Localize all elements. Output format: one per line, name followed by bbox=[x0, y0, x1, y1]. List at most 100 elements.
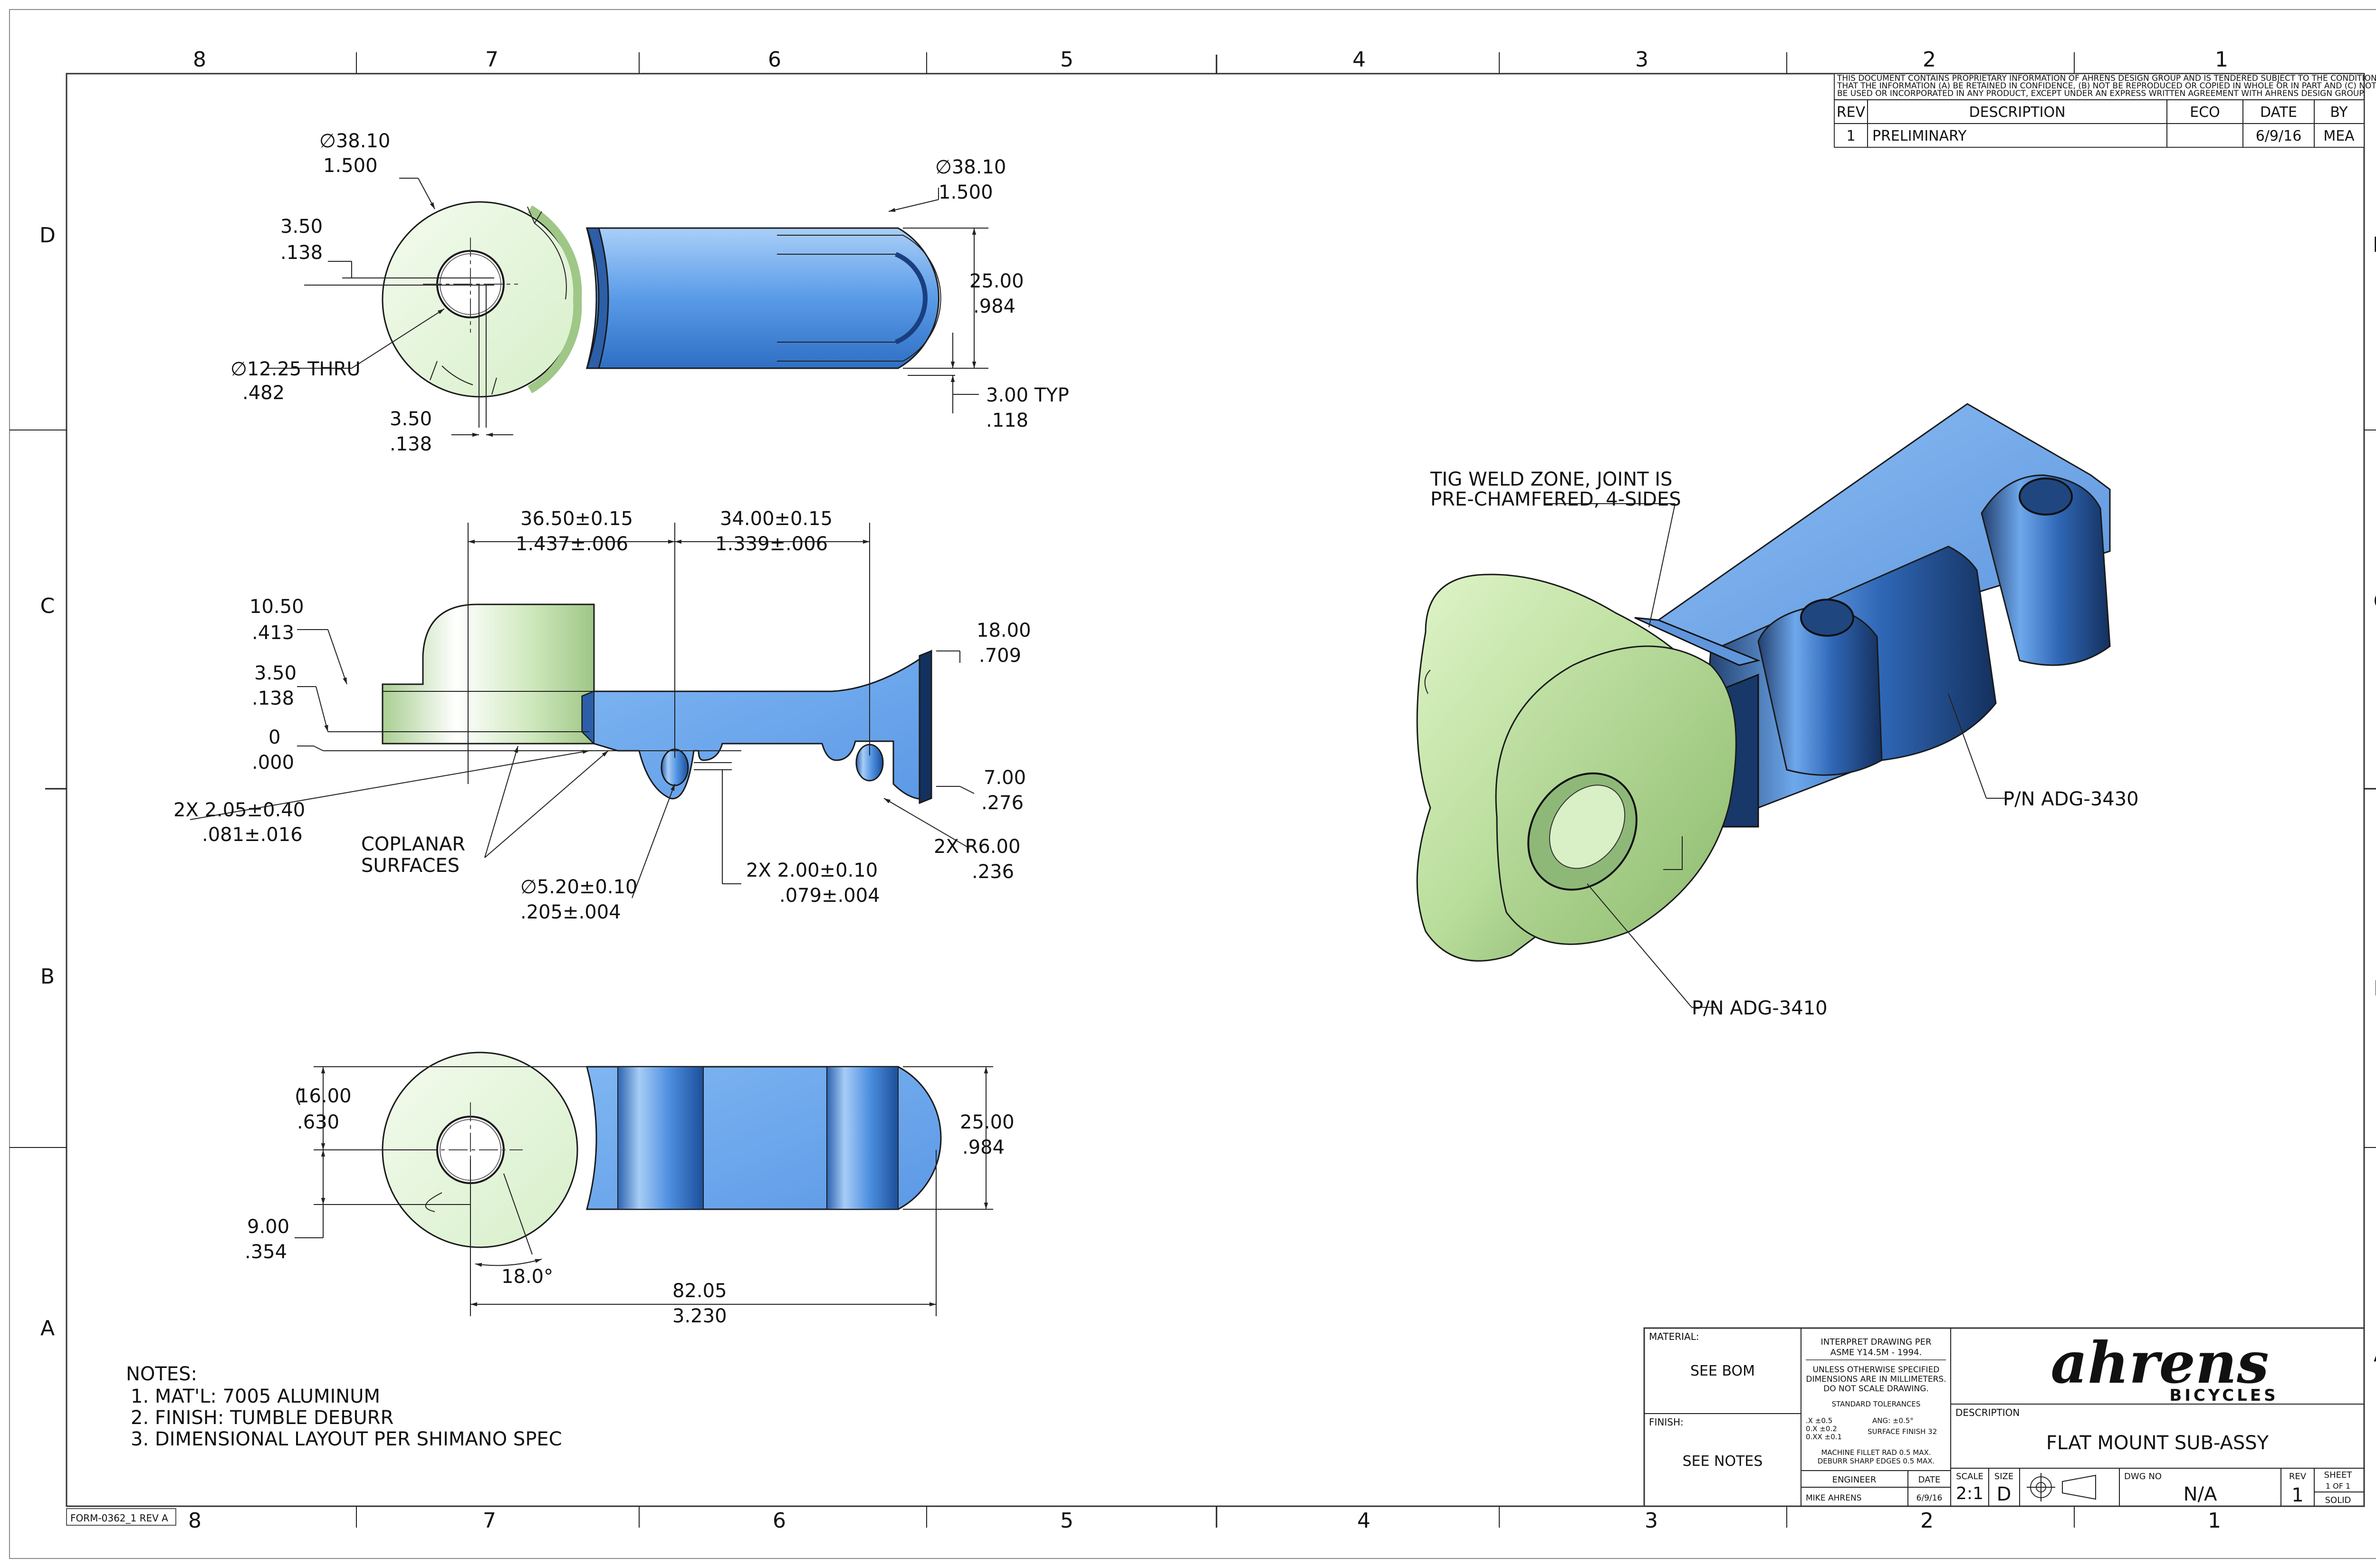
rev-notice-line-3: BE USED OR INCORPORATED IN ANY PRODUCT, … bbox=[1837, 89, 2365, 98]
rev-row-rev: 1 bbox=[1846, 128, 1855, 144]
bottom-h9-in: .354 bbox=[245, 1241, 287, 1263]
rev-header-date: DATE bbox=[2260, 104, 2297, 121]
zone-labels-side: D C B A D C B A bbox=[39, 223, 2376, 1367]
front-view-dimensions bbox=[190, 523, 975, 899]
notes-title: NOTES: bbox=[126, 1363, 197, 1385]
top-width: 25.00 bbox=[969, 270, 1024, 292]
tb-scale-label: SCALE bbox=[1956, 1472, 1983, 1482]
zone-right-c: C bbox=[2374, 589, 2376, 613]
top-dia-left: ∅38.10 bbox=[319, 130, 390, 152]
iso-weld-note-2: PRE-CHAMFERED, 4-SIDES bbox=[1430, 488, 1681, 510]
zone-bottom-4: 4 bbox=[1357, 1509, 1370, 1533]
top-view-dimensions bbox=[266, 178, 988, 437]
iso-view: TIG WELD ZONE, JOINT IS PRE-CHAMFERED, 4… bbox=[1416, 403, 2139, 1019]
rev-notice-line-2: THAT THE INFORMATION (A) BE RETAINED IN … bbox=[1837, 81, 2376, 91]
company-logo-sub: BICYCLES bbox=[2169, 1386, 2278, 1405]
rev-header-eco: ECO bbox=[2190, 104, 2220, 121]
iso-pn-green: P/N ADG-3410 bbox=[1692, 997, 1828, 1019]
company-logo: ahrens bbox=[2050, 1329, 2269, 1396]
zone-left-a: A bbox=[40, 1316, 55, 1340]
zone-bottom-7: 7 bbox=[483, 1509, 496, 1533]
rev-header-by: BY bbox=[2330, 104, 2348, 121]
bottom-h16: 16.00 bbox=[297, 1085, 352, 1107]
front-radius-in: .236 bbox=[972, 861, 1014, 883]
front-h2: 3.50 bbox=[254, 662, 297, 684]
tb-finish-label: FINISH: bbox=[1649, 1416, 1684, 1428]
sheet-border bbox=[9, 9, 2376, 1559]
front-d1: 36.50±0.15 bbox=[520, 508, 633, 530]
zone-right-d: D bbox=[2373, 233, 2376, 257]
tb-unless-3: DO NOT SCALE DRAWING. bbox=[1823, 1384, 1929, 1394]
title-block: MATERIAL: SEE BOM FINISH: SEE NOTES INTE… bbox=[1643, 1327, 2365, 1507]
front-radius: 2X R6.00 bbox=[934, 836, 1020, 858]
bottom-h16-in: .630 bbox=[297, 1111, 339, 1133]
bottom-view-blue-part bbox=[586, 1066, 942, 1210]
zone-top-8: 8 bbox=[193, 48, 206, 72]
rev-header-rev: REV bbox=[1837, 104, 1866, 121]
zone-left-d: D bbox=[39, 223, 56, 248]
tb-std-tol: STANDARD TOLERANCES bbox=[1832, 1400, 1921, 1408]
front-h0-in: .000 bbox=[252, 752, 294, 774]
notes: NOTES: 1. MAT'L: 7005 ALUMINUM 2. FINISH… bbox=[126, 1363, 562, 1450]
front-view: 36.50±0.15 1.437±.006 34.00±0.15 1.339±.… bbox=[173, 508, 1031, 923]
front-h3: 18.00 bbox=[977, 620, 1031, 641]
front-h1-in: .413 bbox=[252, 622, 294, 644]
note-3: 3. DIMENSIONAL LAYOUT PER SHIMANO SPEC bbox=[131, 1428, 562, 1450]
zone-top-7: 7 bbox=[485, 48, 498, 72]
front-view-blue-part bbox=[581, 650, 932, 804]
tb-unless-1: UNLESS OTHERWISE SPECIFIED bbox=[1813, 1365, 1940, 1375]
top-view-green-part bbox=[382, 201, 582, 398]
zone-labels-bottom: 8 7 6 5 4 3 2 1 bbox=[188, 1509, 2221, 1533]
bottom-len-in: 3.230 bbox=[672, 1305, 727, 1327]
bottom-h16-paren-open: ( bbox=[295, 1085, 302, 1107]
tb-rev-label: REV bbox=[2289, 1472, 2307, 1482]
revision-block: THIS DOCUMENT CONTAINS PROPRIETARY INFOR… bbox=[1834, 73, 2376, 148]
zone-top-2: 2 bbox=[1923, 48, 1936, 72]
bottom-view-dimensions bbox=[295, 1066, 993, 1316]
front-h2-in: .138 bbox=[252, 688, 294, 709]
front-h4: 7.00 bbox=[984, 767, 1026, 789]
tb-finish: SEE NOTES bbox=[1683, 1453, 1763, 1470]
zone-bottom-6: 6 bbox=[773, 1509, 786, 1533]
zone-left-b: B bbox=[40, 965, 55, 989]
rev-header-description: DESCRIPTION bbox=[1969, 104, 2065, 121]
tb-date-label: DATE bbox=[1918, 1475, 1941, 1485]
tb-description: FLAT MOUNT SUB-ASSY bbox=[2046, 1432, 2269, 1454]
top-offset-b-in: .138 bbox=[390, 433, 432, 455]
zone-right-a: A bbox=[2374, 1342, 2376, 1367]
zone-top-6: 6 bbox=[768, 48, 781, 72]
bottom-w-in: .984 bbox=[962, 1137, 1005, 1158]
top-dia-right: ∅38.10 bbox=[935, 156, 1006, 178]
front-slot-in: .079±.004 bbox=[779, 885, 880, 907]
front-h0: 0 bbox=[268, 727, 280, 748]
zone-left-c: C bbox=[40, 594, 55, 618]
top-dia-right-in: 1.500 bbox=[939, 182, 993, 203]
front-chamfer-in: .081±.016 bbox=[202, 824, 303, 846]
rev-row-by: MEA bbox=[2323, 128, 2355, 144]
zone-bottom-8: 8 bbox=[188, 1509, 201, 1533]
front-hole: ∅5.20±0.10 bbox=[520, 876, 637, 898]
tb-unless-2: DIMENSIONS ARE IN MILLIMETERS. bbox=[1806, 1375, 1946, 1384]
zone-bottom-3: 3 bbox=[1645, 1509, 1658, 1533]
zone-top-3: 3 bbox=[1635, 48, 1648, 72]
top-view-blue-part bbox=[585, 227, 941, 369]
iso-leaders bbox=[1544, 503, 2010, 1008]
tb-engineer: MIKE AHRENS bbox=[1806, 1493, 1861, 1503]
top-hole: ∅12.25 THRU bbox=[230, 358, 361, 380]
tb-sheet: 1 OF 1 bbox=[2326, 1482, 2350, 1491]
front-h3-in: .709 bbox=[979, 645, 1021, 667]
bottom-view: ( 16.00 .630 9.00 .354 18.0° 82.05 3.230… bbox=[245, 1052, 1015, 1327]
note-1: 1. MAT'L: 7005 ALUMINUM bbox=[131, 1386, 380, 1407]
zone-top-4: 4 bbox=[1352, 48, 1366, 72]
tb-engineer-label: ENGINEER bbox=[1832, 1475, 1877, 1485]
zone-top-5: 5 bbox=[1060, 48, 1073, 72]
top-dia-left-in: 1.500 bbox=[323, 155, 378, 177]
top-hole-in: .482 bbox=[242, 382, 285, 404]
front-hole-in: .205±.004 bbox=[520, 901, 621, 923]
zone-top-1: 1 bbox=[2215, 48, 2228, 72]
tb-fillet-1: MACHINE FILLET RAD 0.5 MAX. bbox=[1821, 1448, 1931, 1457]
iso-blue-part bbox=[1634, 403, 2111, 828]
front-d2: 34.00±0.15 bbox=[720, 508, 833, 530]
tb-fillet-2: DEBURR SHARP EDGES 0.5 MAX. bbox=[1818, 1457, 1935, 1465]
